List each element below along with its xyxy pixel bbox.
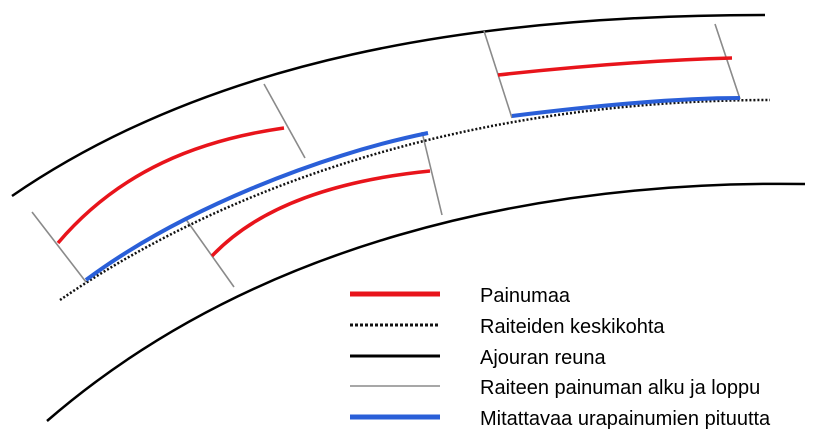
rut-depression xyxy=(56,126,285,245)
rut-marker xyxy=(421,131,443,216)
legend-label-track-center: Raiteiden keskikohta xyxy=(480,316,665,338)
legend: Painumaa Raiteiden keskikohta Ajouran re… xyxy=(350,285,771,430)
rut-depression xyxy=(210,169,431,258)
legend-label-rut-start-end: Raiteen painuman alku ja loppu xyxy=(480,377,760,399)
rut-depression xyxy=(497,56,733,77)
rut-marker xyxy=(31,211,87,283)
road-edge-lower xyxy=(46,182,806,422)
rut-marker xyxy=(184,217,235,288)
rut-marker xyxy=(714,23,741,100)
legend-label-measured-length: Mitattavaa urapainumien pituutta xyxy=(480,408,771,430)
measured-segment xyxy=(84,131,429,282)
track-center-line xyxy=(59,98,771,302)
measured-segment xyxy=(511,96,741,118)
rut-marker xyxy=(263,83,306,159)
road-edge-upper xyxy=(11,13,766,198)
legend-label-rut-depression: Painumaa xyxy=(480,285,571,307)
legend-label-road-edge: Ajouran reuna xyxy=(480,347,607,369)
